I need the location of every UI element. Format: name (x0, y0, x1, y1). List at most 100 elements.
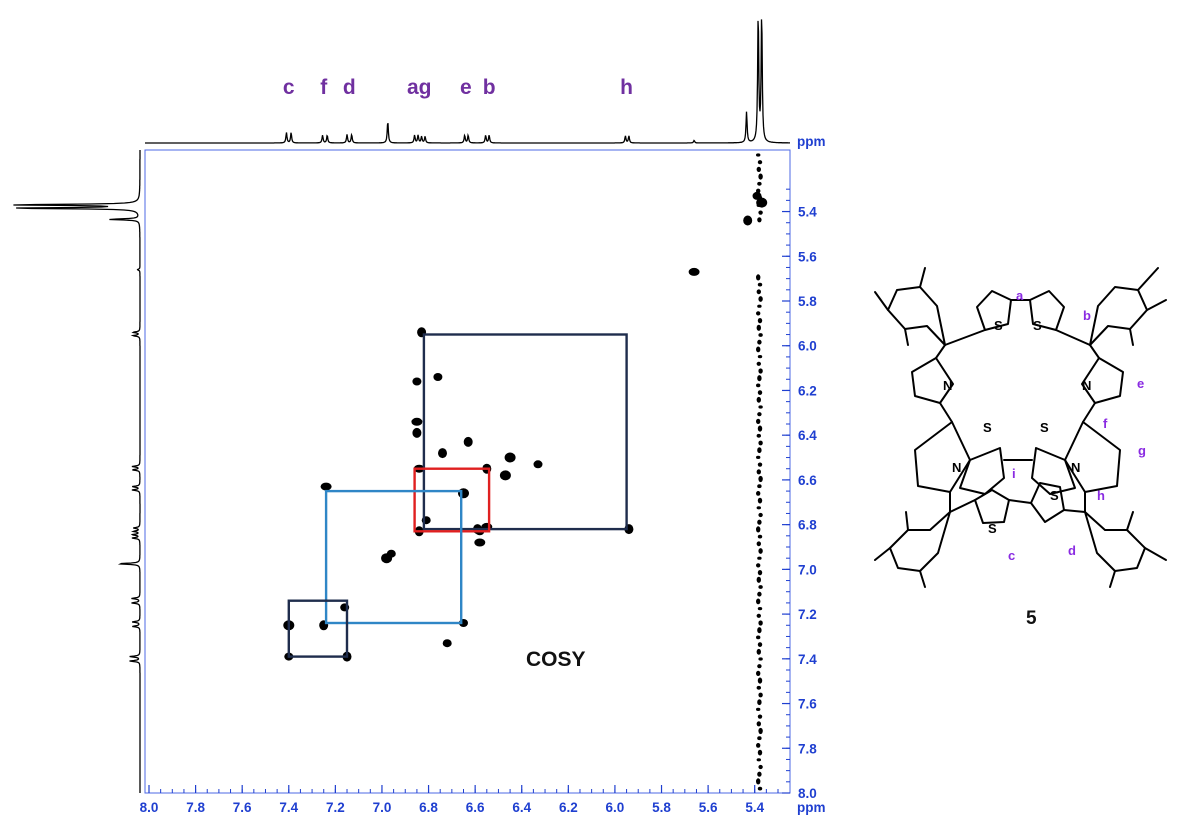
correlation-box-0 (422, 333, 628, 531)
streak-mark (756, 433, 761, 438)
structure-atoms: S S N N S S N N S S (943, 318, 1091, 536)
atom-n-right: N (1082, 378, 1091, 393)
streak-mark (757, 390, 763, 395)
streak-mark (757, 534, 763, 539)
streak-mark (757, 375, 762, 382)
cross-peak (504, 452, 516, 463)
y-tick-label: 6.4 (798, 428, 817, 443)
streak-mark (758, 296, 763, 302)
streak-mark (758, 440, 763, 446)
streak-mark (757, 699, 762, 706)
cross-peak (411, 417, 423, 426)
x-tick-label: 6.6 (466, 800, 485, 815)
x-tick-label: 8.0 (140, 800, 159, 815)
y-axis: 5.45.65.86.06.26.46.66.87.07.27.47.67.88… (782, 188, 817, 801)
structure-proton-labels: a b e f g h i c d (1008, 288, 1146, 563)
y-tick-label: 6.8 (798, 518, 817, 533)
streak-mark (756, 418, 761, 424)
streak-mark (757, 556, 762, 560)
peak-label-c: c (283, 76, 295, 99)
streak-mark (756, 274, 761, 281)
atom-s-core-right: S (1040, 420, 1049, 435)
streak-mark (757, 736, 762, 741)
x-tick-label: 7.4 (279, 800, 298, 815)
top-spectrum-trace (145, 19, 790, 144)
proton-label-i: i (1012, 466, 1016, 481)
cross-peak (499, 470, 511, 481)
streak-mark (758, 585, 763, 589)
streak-mark (757, 771, 762, 777)
streak-mark (758, 173, 763, 180)
streak-mark (756, 324, 761, 331)
cross-peak (752, 191, 762, 200)
streak-mark (756, 455, 761, 459)
compound-number: 5 (1026, 608, 1037, 629)
diagonal-streak (756, 153, 763, 791)
peak-label-e: e (460, 76, 472, 99)
streak-mark (756, 541, 761, 547)
streak-mark (756, 396, 761, 403)
streak-mark (757, 627, 762, 634)
streak-mark (758, 620, 763, 626)
y-tick-label: 6.0 (798, 339, 817, 354)
atom-s-top-left: S (994, 318, 1003, 333)
plot-frame (144, 149, 791, 794)
y-tick-label: 7.8 (798, 741, 817, 756)
streak-mark (757, 570, 763, 576)
streak-mark (757, 217, 762, 223)
y-tick-label: 5.6 (798, 249, 817, 264)
left-1d-spectrum (13, 150, 141, 793)
streak-mark (758, 405, 763, 409)
cross-peak (743, 215, 753, 226)
streak-mark (756, 563, 761, 568)
x-tick-label: 5.6 (699, 800, 718, 815)
cross-peak (412, 427, 422, 438)
proton-label-h: h (1097, 488, 1105, 503)
y-tick-label: 6.2 (798, 383, 817, 398)
streak-mark (757, 282, 763, 287)
streak-mark (757, 484, 762, 489)
top-1d-spectrum (145, 19, 790, 144)
atom-n-left: N (943, 378, 952, 393)
proton-label-e: e (1137, 376, 1144, 391)
peak-label-b: b (483, 76, 496, 99)
cross-peak (458, 488, 469, 499)
y-axis-unit: ppm (797, 134, 826, 149)
streak-mark (758, 368, 763, 374)
correlation-box-2 (324, 489, 463, 625)
streak-mark (756, 707, 761, 712)
x-tick-label: 7.0 (373, 800, 392, 815)
streak-mark (756, 743, 761, 748)
peak-label-f: f (320, 76, 328, 99)
streak-mark (757, 786, 763, 791)
streak-mark (758, 475, 763, 483)
y-tick-label: 7.0 (798, 562, 817, 577)
x-tick-label: 6.0 (606, 800, 625, 815)
x-tick-label: 6.4 (512, 800, 531, 815)
proton-label-b: b (1083, 308, 1091, 323)
y-tick-label: 7.6 (798, 697, 817, 712)
y-tick-label: 5.4 (798, 205, 817, 220)
x-tick-label: 5.8 (652, 800, 671, 815)
peak-label-d: d (343, 76, 356, 99)
streak-mark (756, 778, 761, 785)
streak-mark (756, 491, 761, 496)
streak-mark (757, 607, 763, 611)
streak-mark (757, 642, 763, 647)
peak-label-h: h (620, 76, 633, 99)
left-spectrum-trace (13, 150, 141, 793)
streak-mark (756, 469, 761, 475)
streak-mark (758, 333, 763, 337)
x-tick-label: 7.6 (233, 800, 252, 815)
streak-mark (756, 685, 761, 690)
proton-label-d: d (1068, 543, 1076, 558)
streak-mark (756, 526, 761, 533)
streak-mark (758, 764, 763, 770)
proton-label-f: f (1103, 416, 1108, 431)
cross-peak (688, 267, 700, 276)
cross-peak (474, 538, 486, 547)
streak-mark (756, 153, 761, 157)
streak-mark (756, 670, 761, 677)
